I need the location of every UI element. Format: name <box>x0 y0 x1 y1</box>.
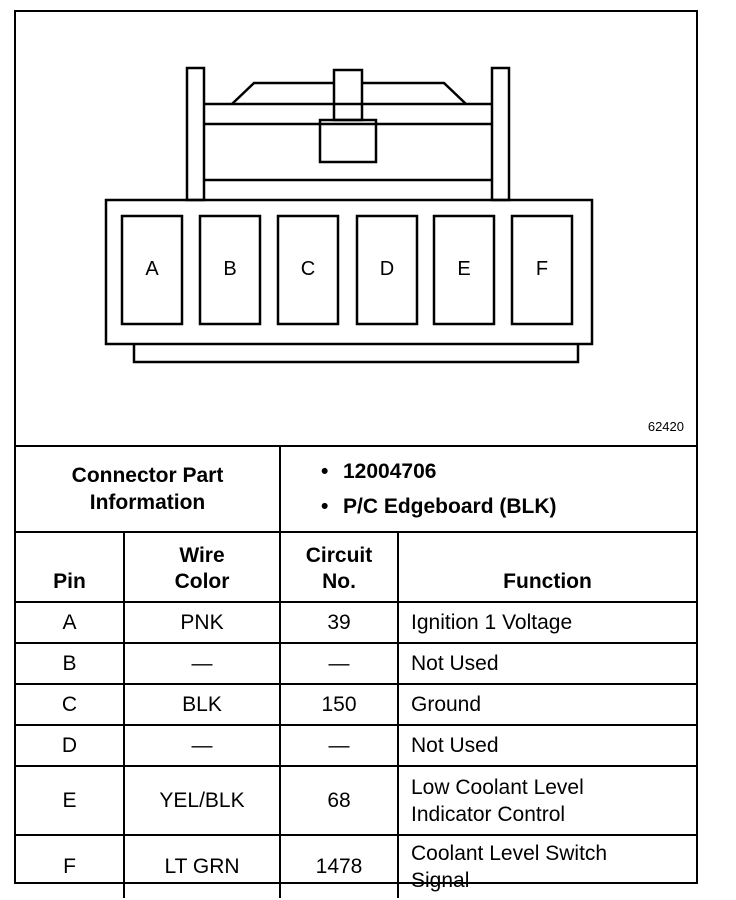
header-circuit-no: Circuit No. <box>279 531 399 603</box>
row-pin: B <box>16 642 125 685</box>
pin-label-b: B <box>223 258 236 280</box>
row-function: Ignition 1 Voltage <box>397 601 696 644</box>
row-circuit: 68 <box>279 765 399 836</box>
table-row: D — — Not Used <box>16 724 696 767</box>
pin-cavity-f <box>510 214 574 326</box>
row-function: Not Used <box>397 642 696 685</box>
pin-label-e: E <box>457 258 470 280</box>
table-header-row: Pin Wire Color Circuit No. Function <box>16 531 696 603</box>
row-pin: A <box>16 601 125 644</box>
connector-face-view: A B C D E F <box>104 66 594 364</box>
connector-sheet: A B C D E F 62420 Connector Part Informa… <box>14 10 698 898</box>
row-wire-color: — <box>123 642 281 685</box>
row-circuit: — <box>279 642 399 685</box>
row-circuit: 150 <box>279 683 399 726</box>
pin-cavity-c <box>276 214 340 326</box>
table-row: A PNK 39 Ignition 1 Voltage <box>16 601 696 644</box>
connector-table: Connector Part Information •12004706 •P/… <box>16 445 696 898</box>
left-latch-post <box>185 66 206 202</box>
right-ramp <box>362 81 467 105</box>
row-wire-color: — <box>123 724 281 767</box>
connector-drawing: A B C D E F 62420 <box>16 12 696 445</box>
row-function: Ground <box>397 683 696 726</box>
row-wire-color: LT GRN <box>123 834 281 898</box>
header-function: Function <box>397 531 696 603</box>
row-circuit: 1478 <box>279 834 399 898</box>
connector-info-row: Connector Part Information •12004706 •P/… <box>16 445 696 533</box>
table-row: B — — Not Used <box>16 642 696 685</box>
row-wire-color: YEL/BLK <box>123 765 281 836</box>
right-latch-post <box>490 66 511 202</box>
pin-label-c: C <box>301 258 315 280</box>
lock-tab <box>332 68 364 122</box>
header-pin: Pin <box>16 531 125 603</box>
pin-cavity-a <box>120 214 184 326</box>
pin-cavity-b <box>198 214 262 326</box>
row-pin: C <box>16 683 125 726</box>
connector-info-label: Connector Part Information <box>16 445 281 533</box>
connector-type: •P/C Edgeboard (BLK) <box>321 495 557 518</box>
connector-housing <box>104 198 594 346</box>
row-circuit: 39 <box>279 601 399 644</box>
figure-id: 62420 <box>647 419 684 434</box>
pin-label-f: F <box>536 258 548 280</box>
lock-tab-base <box>318 118 378 164</box>
part-number: •12004706 <box>321 460 437 483</box>
pin-cavity-e <box>432 214 496 326</box>
row-wire-color: PNK <box>123 601 281 644</box>
row-pin: D <box>16 724 125 767</box>
header-wire-color: Wire Color <box>123 531 281 603</box>
pin-label-a: A <box>145 258 159 280</box>
row-function: Not Used <box>397 724 696 767</box>
row-wire-color: BLK <box>123 683 281 726</box>
connector-info-items: •12004706 •P/C Edgeboard (BLK) <box>279 445 696 533</box>
row-pin: F <box>16 834 125 898</box>
pin-cavity-d <box>355 214 419 326</box>
table-row: C BLK 150 Ground <box>16 683 696 726</box>
row-pin: E <box>16 765 125 836</box>
pin-label-d: D <box>380 258 394 280</box>
left-ramp <box>231 81 334 105</box>
row-circuit: — <box>279 724 399 767</box>
housing-flange <box>132 344 580 364</box>
